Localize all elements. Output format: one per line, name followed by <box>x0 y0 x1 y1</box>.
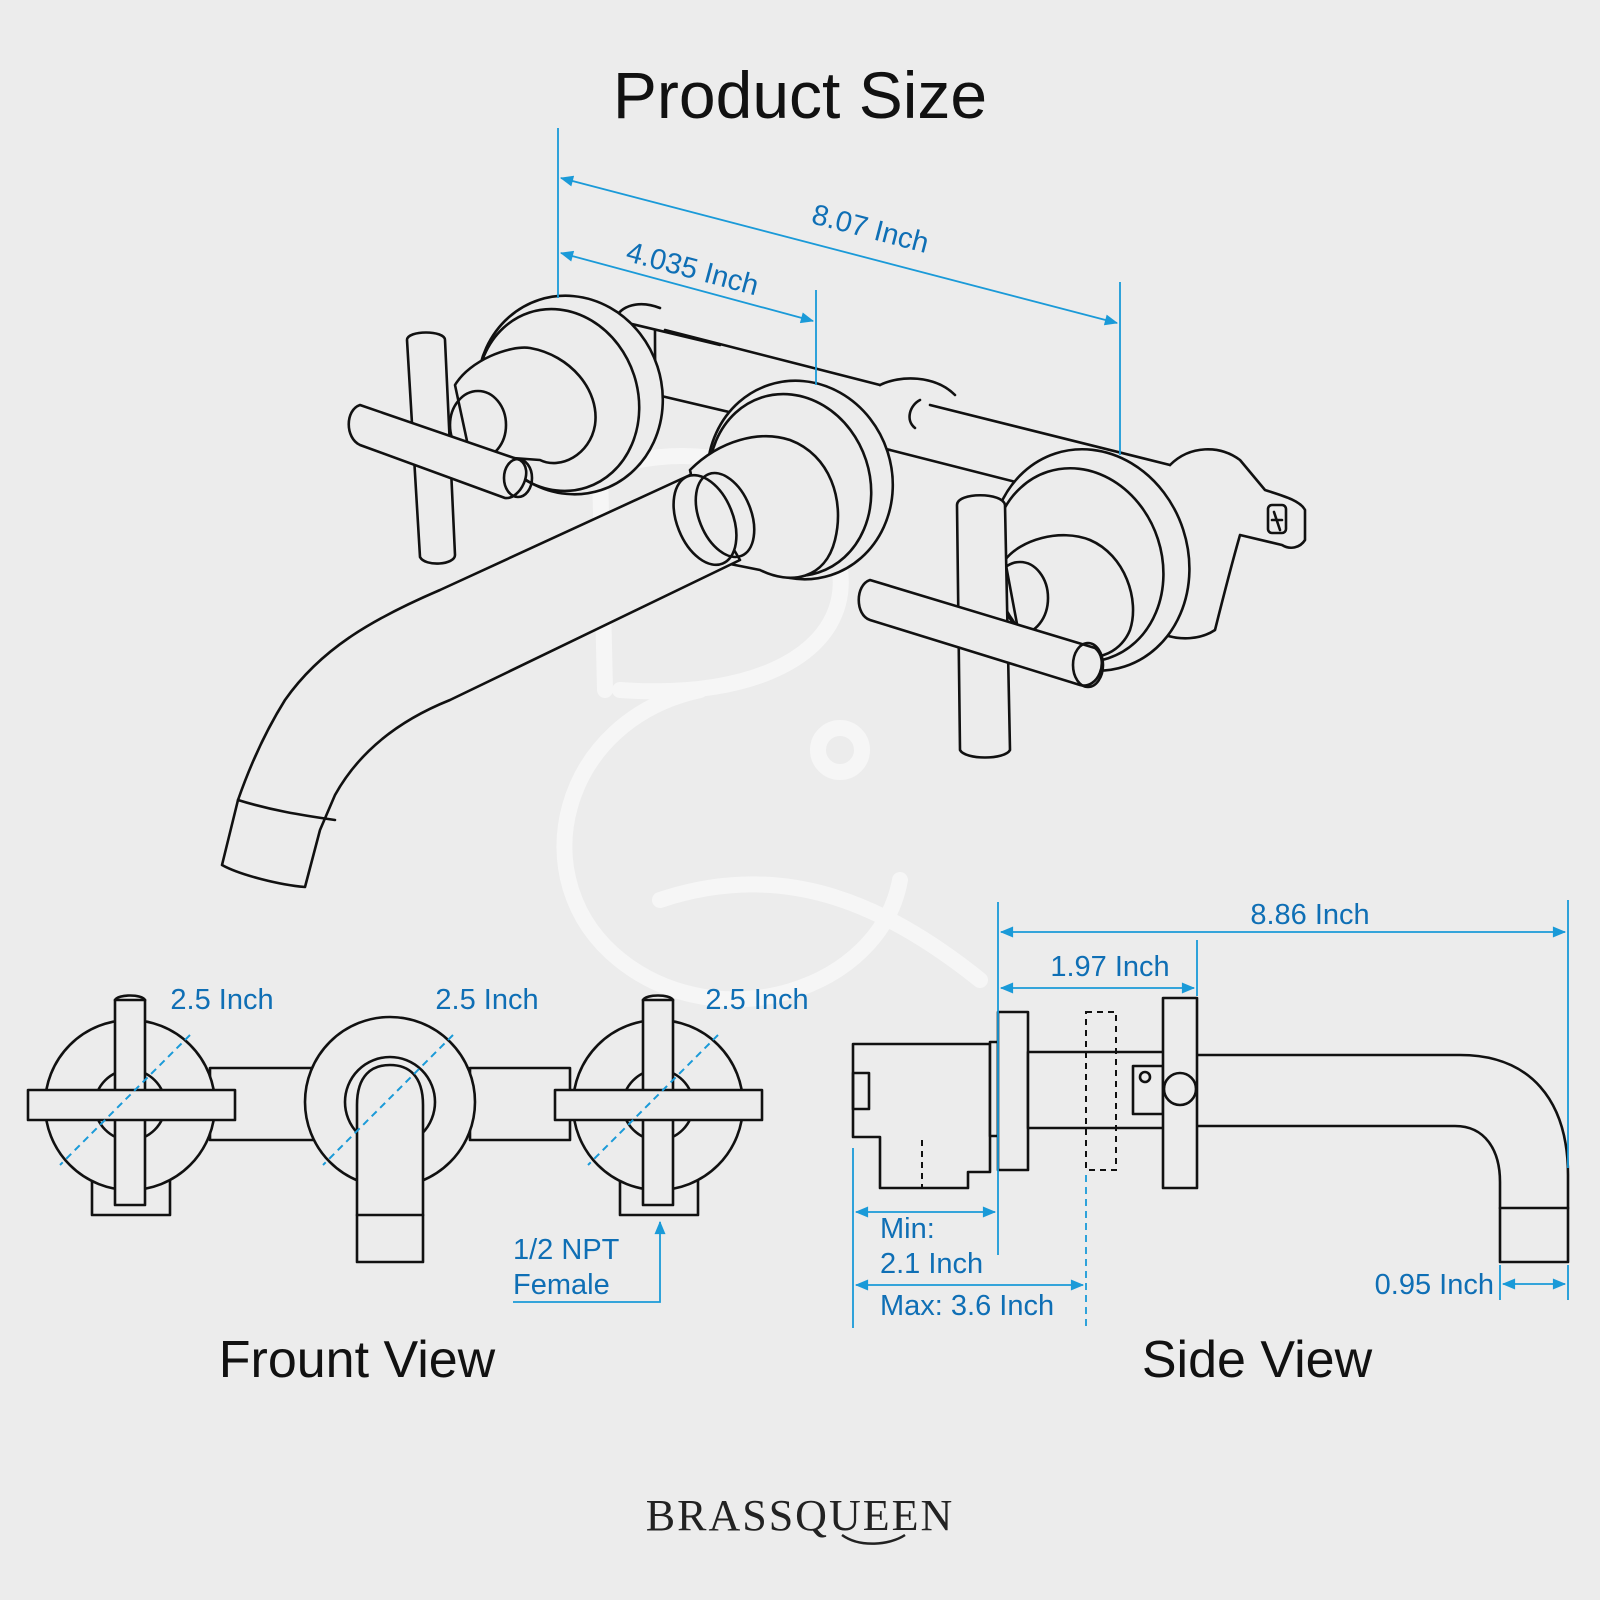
front-view <box>26 994 764 1303</box>
connection-type-label: 1/2 NPT <box>513 1234 620 1266</box>
plate-to-handle-label: 1.97 Inch <box>1050 951 1169 983</box>
wall-max-label: Max: 3.6 Inch <box>880 1290 1054 1322</box>
wall-min-label: Min: <box>880 1213 935 1245</box>
brand-name: BRASSQUEEN <box>646 1491 955 1540</box>
half-width-label: 4.035 Inch <box>623 236 762 302</box>
page-title: Product Size <box>613 58 987 132</box>
right-handle-diameter-label: 2.5 Inch <box>705 984 808 1016</box>
left-handle-diameter-label: 2.5 Inch <box>170 984 273 1016</box>
connection-gender-label: Female <box>513 1269 610 1301</box>
brand-logo: BRASSQUEEN <box>646 1491 955 1545</box>
spout-outlet-label: 0.95 Inch <box>1375 1269 1494 1301</box>
spout-plate-diameter-label: 2.5 Inch <box>435 984 538 1016</box>
side-dimensions <box>852 900 1569 1328</box>
wall-min-value: 2.1 Inch <box>880 1248 983 1280</box>
side-view <box>851 996 1570 1264</box>
overall-width-label: 8.07 Inch <box>808 199 932 260</box>
total-depth-label: 8.86 Inch <box>1250 899 1369 931</box>
side-view-title: Side View <box>1142 1331 1373 1389</box>
perspective-view <box>220 294 1307 889</box>
perspective-dimensions <box>557 128 1121 455</box>
front-view-title: Frount View <box>219 1331 496 1389</box>
